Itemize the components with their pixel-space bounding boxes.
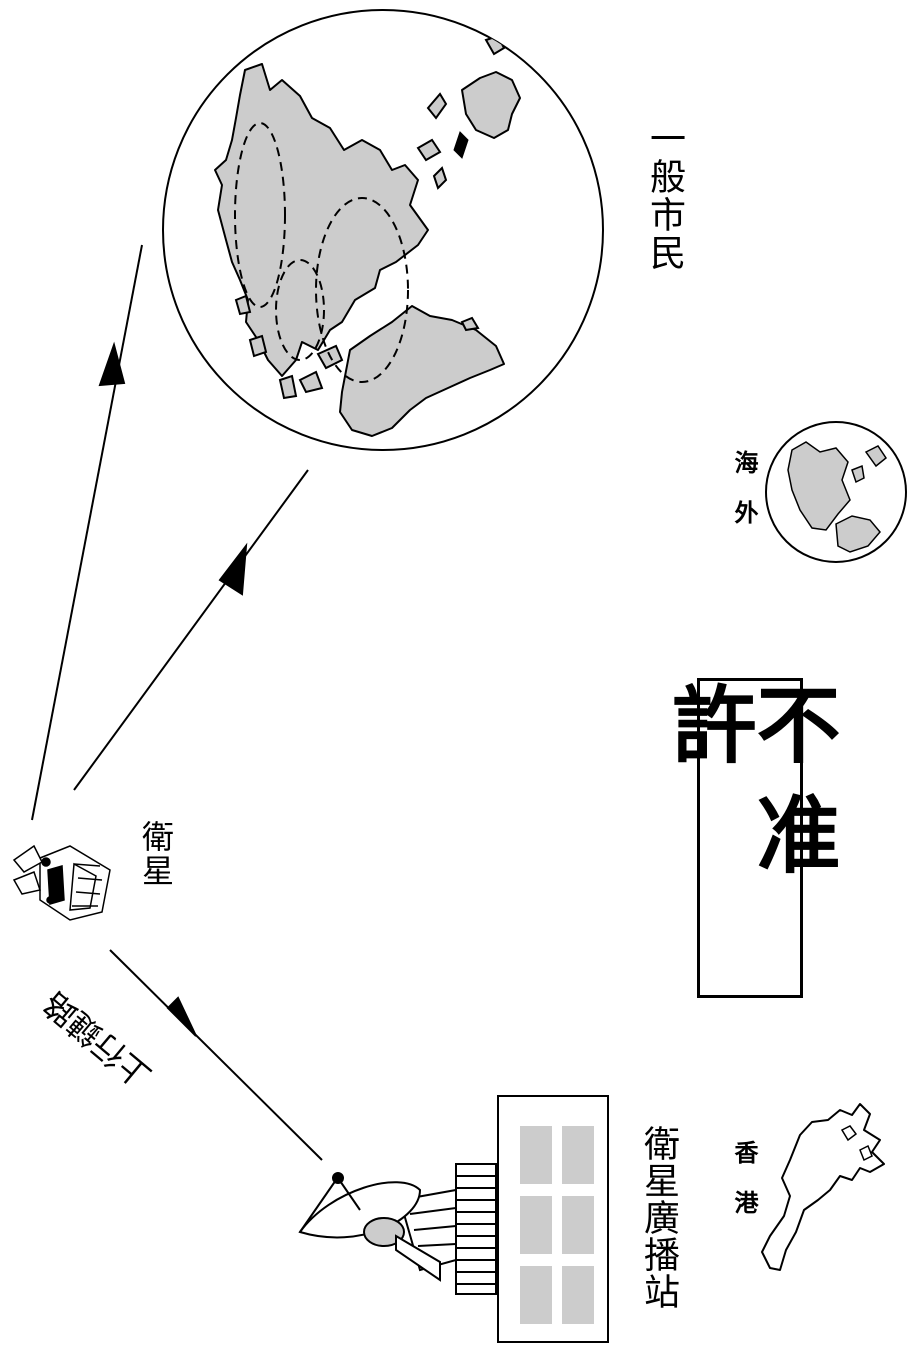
satellite-label: 衛星 [137, 820, 175, 888]
continent-australia [339, 305, 505, 437]
hong-kong-map-icon [761, 1103, 885, 1271]
public-label: 一般市民 [644, 120, 685, 272]
forbidden-box: 不准許 [659, 678, 841, 998]
satellite-icon [12, 844, 111, 921]
broadcast-building-icon [497, 1095, 609, 1343]
overseas-label: 海外 [730, 450, 758, 550]
forbidden-text: 不准許 [659, 681, 841, 901]
downlink-arrows [31, 244, 309, 821]
continent-asia [214, 63, 429, 377]
island-japan [461, 71, 521, 139]
hong-kong-label: 香港 [730, 1140, 758, 1240]
broadcast-station-label: 衛星廣播站 [638, 1125, 679, 1310]
globe-icon [162, 9, 604, 451]
satellite-dish-icon [298, 1163, 497, 1295]
uplink-arrow [109, 949, 323, 1161]
globe-small-icon [765, 421, 907, 563]
